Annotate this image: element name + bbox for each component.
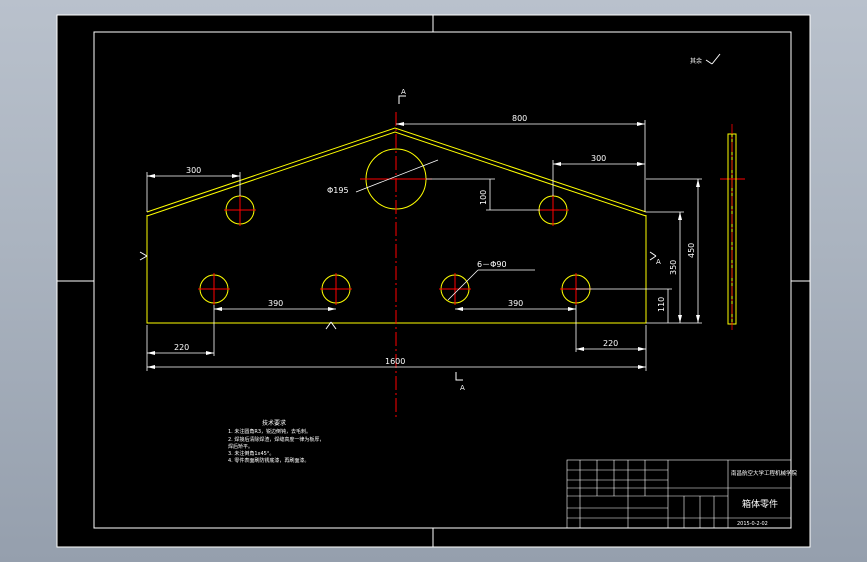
side-label: A <box>656 258 661 266</box>
dim-390-right: 390 <box>508 299 523 308</box>
dim-1600: 1600 <box>385 357 405 366</box>
dim-220-left: 220 <box>174 343 189 352</box>
note-1: 1. 未注圆角R3，锐边倒钝，去毛刺。 <box>228 428 311 435</box>
dim-390-left: 390 <box>268 299 283 308</box>
dimension-texts: 800 300 300 Φ195 100 6－Φ90 390 390 220 2… <box>174 114 696 366</box>
note-4: 4. 零件表面刷防锈底漆，再刷面漆。 <box>228 457 309 464</box>
dimension-lines <box>146 120 702 371</box>
dim-300-left: 300 <box>186 166 201 175</box>
section-markers <box>139 53 721 381</box>
dimension-arrows <box>147 122 700 369</box>
section-labels: A A A 其余 <box>401 57 702 392</box>
title-block-text: 南昌航空大学工程机械学院 箱体零件 2015-0-2-02 <box>731 469 798 527</box>
title-block <box>566 459 792 529</box>
dim-350: 350 <box>669 260 678 275</box>
drawing-sheet <box>56 14 811 548</box>
dim-300-right: 300 <box>591 154 606 163</box>
dim-110: 110 <box>657 297 666 312</box>
note-3: 3. 未注倒角1x45°。 <box>228 450 274 457</box>
technical-notes: 技术要求 1. 未注圆角R3，锐边倒钝，去毛刺。 2. 焊接后清除焊渣，焊缝高度… <box>228 419 324 464</box>
note-2: 2. 焊接后清除焊渣，焊缝高度一律为板厚， <box>228 436 324 443</box>
section-label-bottom: A <box>460 384 465 392</box>
note-2b: 焊后矫平。 <box>228 443 253 450</box>
dim-hole-pattern: 6－Φ90 <box>477 260 507 269</box>
title-school: 南昌航空大学工程机械学院 <box>731 469 798 477</box>
dim-800: 800 <box>512 114 527 123</box>
centering-marks <box>57 15 810 547</box>
dim-220-right: 220 <box>603 339 618 348</box>
roughness-label: 其余 <box>690 57 702 65</box>
inner-border <box>93 31 792 529</box>
dim-100: 100 <box>479 190 488 205</box>
notes-title: 技术要求 <box>262 419 286 427</box>
section-label-top: A <box>401 88 406 96</box>
title-drawing-no: 2015-0-2-02 <box>737 521 768 527</box>
dim-big-hole: Φ195 <box>327 186 349 195</box>
dim-450: 450 <box>687 243 696 258</box>
title-part-name: 箱体零件 <box>742 498 778 510</box>
